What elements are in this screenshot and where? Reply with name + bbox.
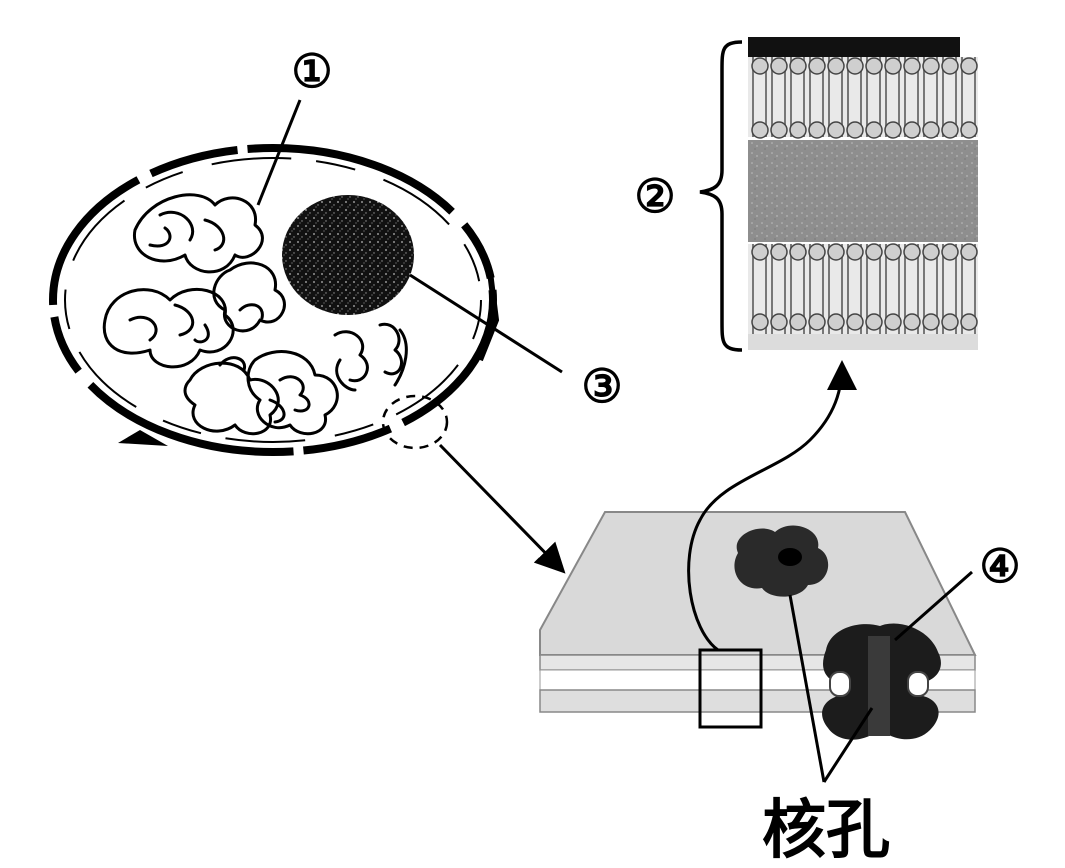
upper-bilayer: [748, 57, 978, 139]
nuclear-pore-complex-section: [822, 623, 941, 740]
envelope-fragment: [477, 271, 500, 362]
nucleus: [49, 144, 500, 456]
label-pore-complex: ④: [894, 539, 1021, 642]
envelope-fragment: [118, 430, 168, 446]
leader-line-pore-side: [822, 707, 874, 783]
selected-membrane-square: [698, 648, 763, 729]
label-nucleolus: ③: [409, 273, 623, 413]
leader-line-pore-complex: [894, 570, 973, 642]
membrane-bottom-edge: [748, 334, 978, 350]
leader-line-chromatin: [256, 99, 302, 206]
perinuclear-space: [748, 140, 978, 242]
nuclear-envelope-outer: [49, 144, 497, 456]
label-chromatin: ①: [256, 44, 333, 206]
label-nucleolus-text: ③: [581, 359, 622, 413]
membrane-detail: [748, 37, 978, 350]
nucleolus: [282, 195, 414, 315]
label-pore-complex-text: ④: [979, 539, 1020, 593]
membrane-brace: [699, 40, 743, 352]
membrane-top-bar: [748, 37, 960, 57]
label-chromatin-text: ①: [291, 44, 332, 98]
label-membrane: ②: [634, 40, 743, 352]
chromatin: [102, 193, 408, 436]
label-nuclear-pore: 核孔: [762, 594, 890, 868]
envelope-highlight-circle: [381, 394, 449, 450]
leader-line-nucleolus: [409, 273, 563, 374]
nuclear-pore-top: [734, 525, 829, 597]
label-membrane-text: ②: [634, 169, 675, 223]
lower-bilayer: [748, 243, 978, 334]
arrow-to-membrane-detail: [687, 360, 857, 652]
nuclear-envelope-inner: [64, 157, 482, 443]
label-nuclear-pore-text: 核孔: [762, 794, 890, 868]
arrow-to-envelope: [438, 443, 566, 574]
envelope-block: [539, 511, 977, 740]
leader-line-pore-top: [788, 594, 826, 783]
